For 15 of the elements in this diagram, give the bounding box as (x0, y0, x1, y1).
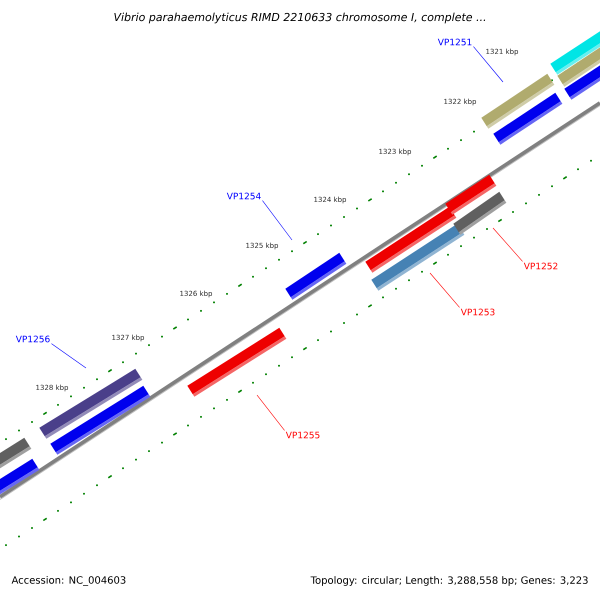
gene-label: VP1253 (460, 308, 495, 316)
accession-text: Accession: NC_004603 (12, 576, 126, 586)
gene-label: VP1251 (438, 38, 472, 46)
gene-label: VP1255 (286, 432, 320, 438)
leader-line (262, 200, 292, 240)
diagram-title: Vibrio parahaemolyticus RIMD 2210633 chromosome I, complete ... (114, 12, 486, 24)
leader-line (51, 343, 86, 368)
leader-line (430, 272, 460, 308)
gene-label: VP1254 (226, 192, 261, 200)
leader-line (492, 228, 523, 262)
genome-info-text: Topology: circular; Length: 3,288,558 bp; Genes: 3,223 (310, 576, 588, 586)
leader-line (473, 46, 504, 82)
gene-label: VP1256 (16, 336, 50, 342)
gene-label: VP1252 (524, 262, 558, 270)
leader-line (256, 394, 285, 431)
